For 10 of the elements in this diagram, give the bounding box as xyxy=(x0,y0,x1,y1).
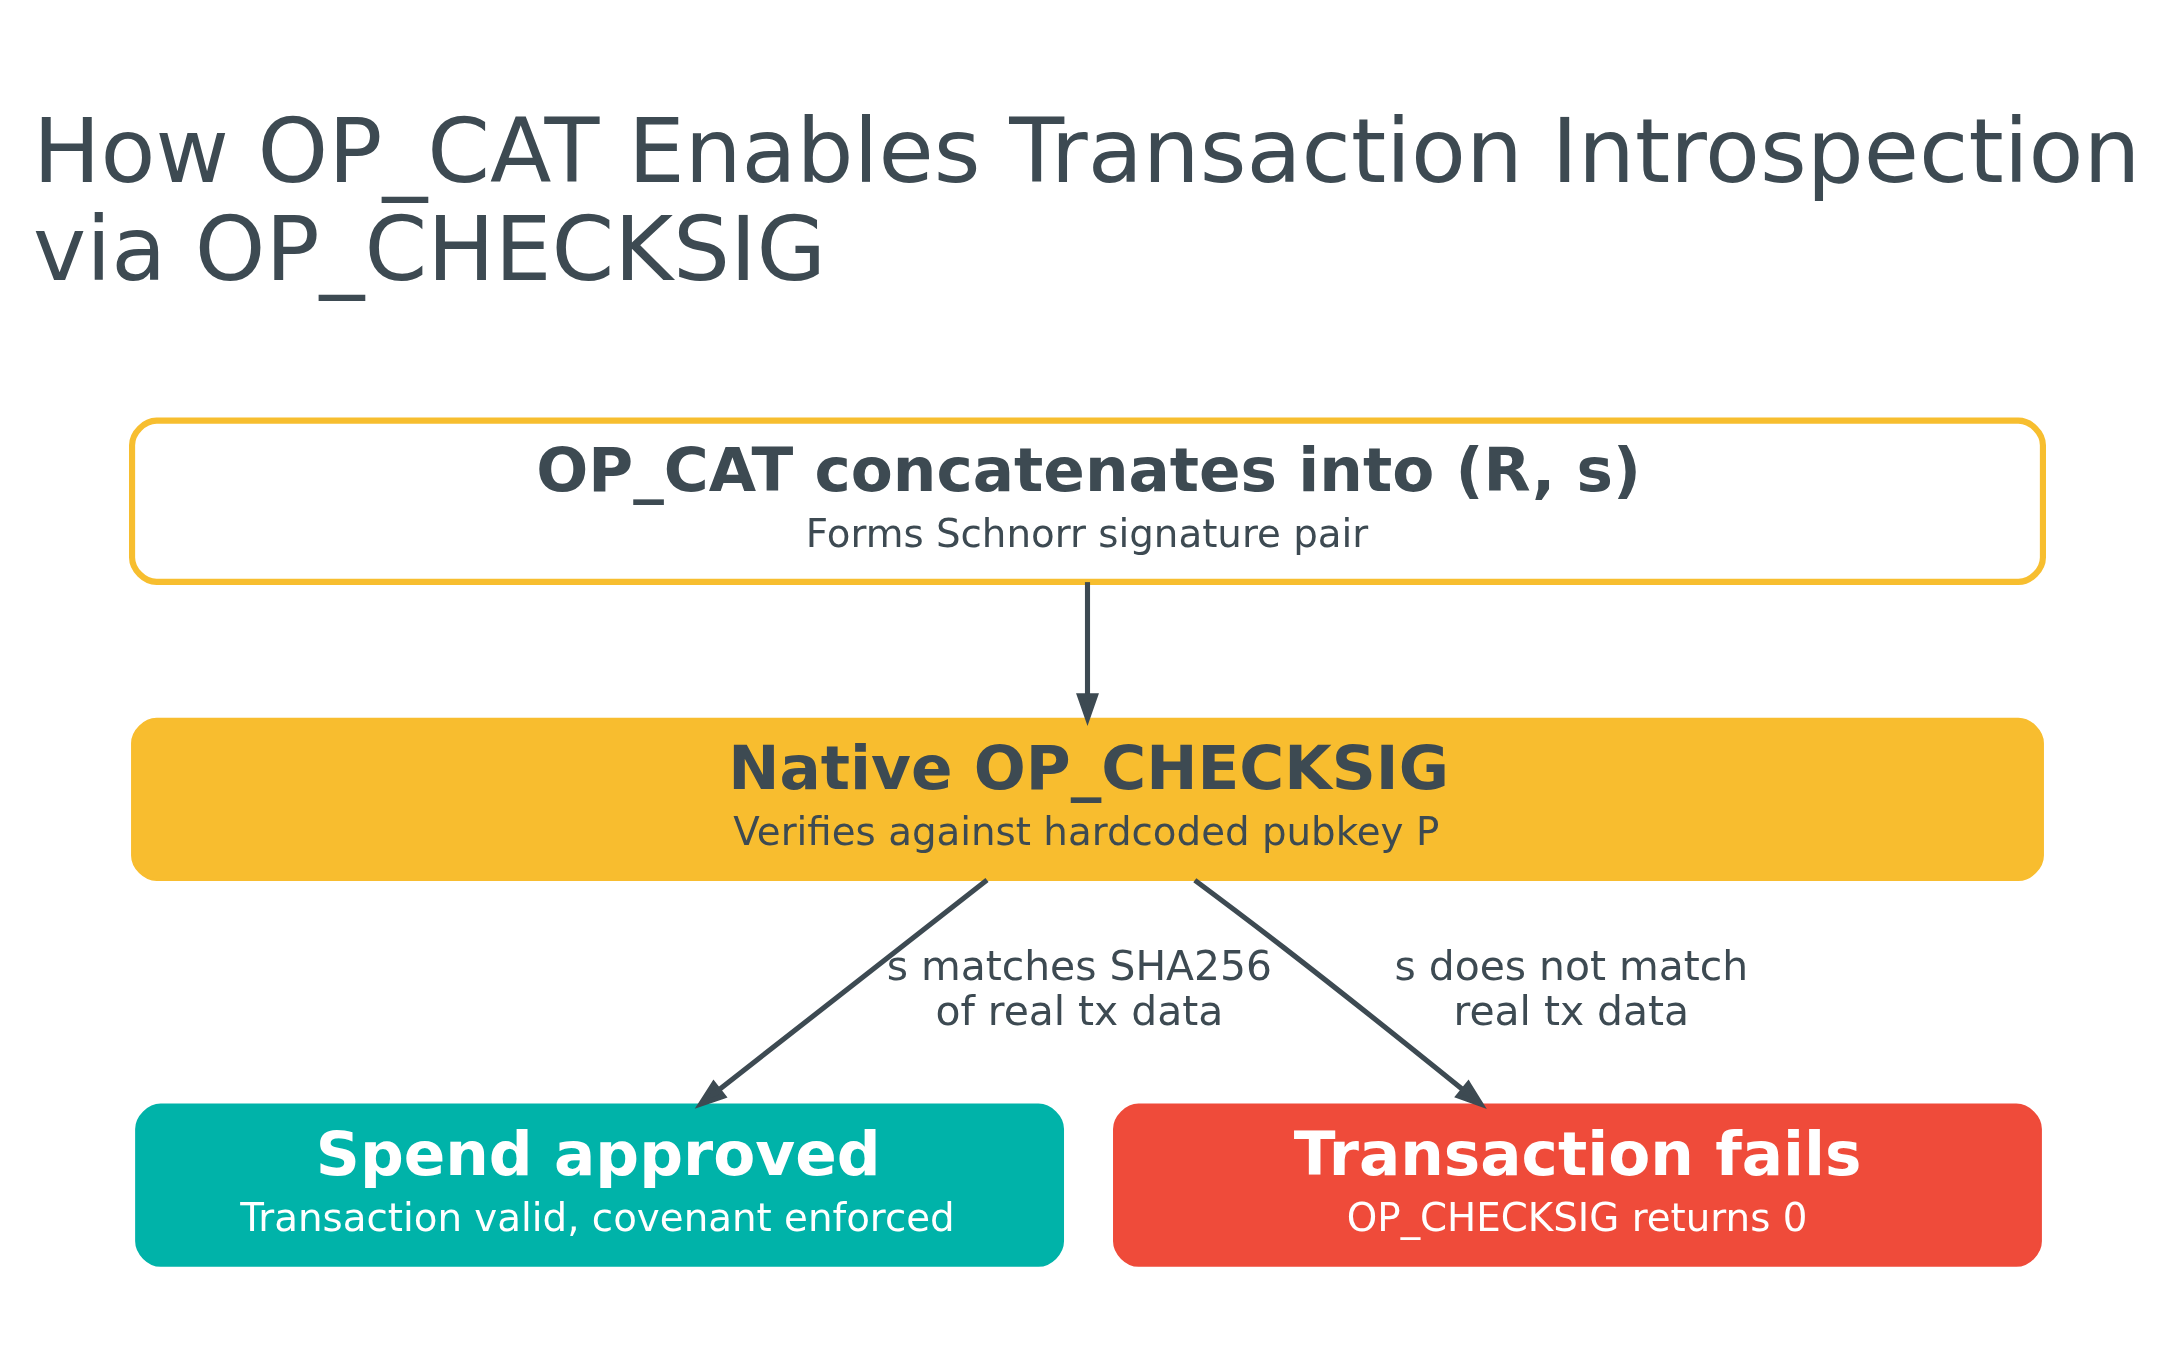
edge-label: s matches SHA256 of real tx data xyxy=(886,942,1272,1035)
arrow xyxy=(1193,878,1487,1110)
node-box: OP_CAT concatenates into (R, s) Forms Schnorr signature pair xyxy=(129,417,2046,585)
node-box: Spend approved Transaction valid, covenant enforced xyxy=(135,1103,1064,1267)
arrow xyxy=(694,878,989,1109)
diagram-title: How OP_CAT Enables Transaction Introspection via OP_CHECKSIG xyxy=(33,99,2141,302)
node-box: Transaction fails OP_CHECKSIG returns 0 xyxy=(1113,1103,2042,1267)
node-box: Native OP_CHECKSIG Verifies against hardcoded pubkey P xyxy=(131,717,2044,881)
edge-label: s does not match real tx data xyxy=(1394,942,1749,1035)
arrow xyxy=(1076,582,1099,726)
